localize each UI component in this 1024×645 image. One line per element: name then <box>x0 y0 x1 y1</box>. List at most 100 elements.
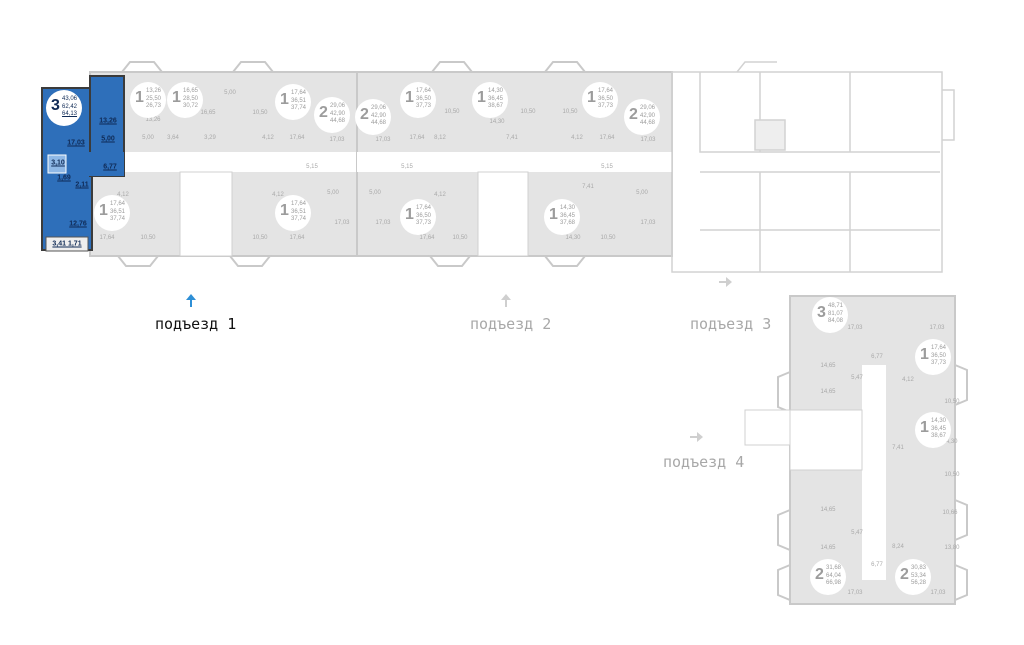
arrow-up-icon <box>186 294 196 307</box>
room-area-label: 5,47 <box>851 375 863 381</box>
room-area-label: 17,03 <box>929 325 945 331</box>
room-area-label: 3,29 <box>204 135 216 141</box>
room-area-label: 14,65 <box>820 389 836 395</box>
room-area-label: 5,00 <box>142 135 154 141</box>
entrance-1-link[interactable]: подъезд 1 <box>155 315 237 333</box>
entrance-2-link[interactable]: подъезд 2 <box>470 315 552 333</box>
room-area-label: 17,03 <box>930 590 946 596</box>
room-count: 2 <box>319 104 328 121</box>
entrance-3-link[interactable]: подъезд 3 <box>690 315 772 333</box>
total-area-with-balcony: 30,72 <box>183 103 199 109</box>
arrow-up-icon <box>501 294 511 307</box>
living-area: 43,06 <box>62 96 78 102</box>
living-area: 31,68 <box>826 565 842 571</box>
total-area-with-balcony: 38,67 <box>488 103 504 109</box>
total-area-with-balcony: 38,67 <box>931 433 947 439</box>
entrance-4-link[interactable]: подъезд 4 <box>663 453 745 471</box>
room-area-label: 13,26 <box>145 117 161 123</box>
total-area-with-balcony: 37,68 <box>560 220 576 226</box>
room-area-label: 7,41 <box>506 135 518 141</box>
total-area-with-balcony: 44,68 <box>330 118 346 124</box>
total-area: 28,50 <box>183 95 199 102</box>
room-count: 1 <box>920 346 929 363</box>
room-area-label: 17,03 <box>334 220 350 226</box>
corridor <box>122 152 358 172</box>
room-area-label: 17,64 <box>289 235 305 241</box>
room-area-label: 14,65 <box>820 363 836 369</box>
room-area-label: 17,03 <box>329 137 345 143</box>
total-area: 42,90 <box>640 112 656 119</box>
room-count: 1 <box>405 89 414 106</box>
room-area-label: 17,03 <box>67 139 85 147</box>
room-area-label: 4,12 <box>272 192 284 198</box>
room-area-label: 5,00 <box>327 190 339 196</box>
room-area-label: 13,26 <box>99 117 117 125</box>
total-area: 36,50 <box>416 212 432 219</box>
arrow-right-icon <box>690 432 703 442</box>
room-area-label: 14,30 <box>942 439 958 445</box>
room-area-label: 14,30 <box>565 235 581 241</box>
total-area-with-balcony: 37,74 <box>291 105 307 111</box>
room-area-label: 5,00 <box>224 90 236 96</box>
total-area-with-balcony: 37,74 <box>291 216 307 222</box>
room-area-label: 5,15 <box>601 164 613 170</box>
room-count: 1 <box>405 206 414 223</box>
total-area: 36,50 <box>931 352 947 359</box>
room-count: 1 <box>172 89 181 106</box>
room-area-label: 16,65 <box>200 110 216 116</box>
room-area-label: 17,03 <box>375 220 391 226</box>
room-area-label: 4,12 <box>902 377 914 383</box>
room-count: 1 <box>549 206 558 223</box>
room-area-label: 1,69 <box>57 174 71 182</box>
total-area-with-balcony: 37,73 <box>416 103 432 109</box>
room-area-label: 10,50 <box>444 109 460 115</box>
living-area: 30,83 <box>911 565 927 571</box>
total-area-with-balcony: 26,73 <box>146 103 162 109</box>
total-area-with-balcony: 44,68 <box>640 120 656 126</box>
wing-entrance-3 <box>671 61 955 273</box>
living-area: 48,71 <box>828 303 844 309</box>
room-area-label: 5,15 <box>306 164 318 170</box>
room-area-label: 14,65 <box>820 507 836 513</box>
room-area-label: 3,10 <box>51 159 65 167</box>
living-area: 17,64 <box>291 201 307 207</box>
total-area-with-balcony: 37,74 <box>110 216 126 222</box>
room-area-label: 10,50 <box>944 472 960 478</box>
total-area: 36,50 <box>416 95 432 102</box>
room-area-label: 10,50 <box>562 109 578 115</box>
room-area-label: 10,66 <box>942 510 958 516</box>
living-area: 17,64 <box>110 201 126 207</box>
room-area-label: 10,50 <box>944 399 960 405</box>
room-area-label: 17,64 <box>419 235 435 241</box>
room-count: 1 <box>280 202 289 219</box>
room-area-label: 6,77 <box>871 562 883 568</box>
total-area-with-balcony: 84,08 <box>828 318 844 324</box>
total-area-with-balcony: 66,98 <box>826 580 842 586</box>
